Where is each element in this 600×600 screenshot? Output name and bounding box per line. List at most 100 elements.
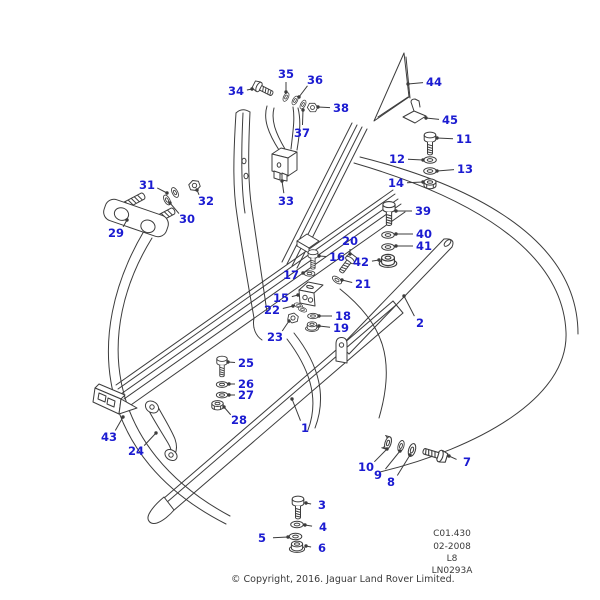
- callout-label-39[interactable]: 39: [415, 204, 431, 218]
- callout-label-14[interactable]: 14: [388, 176, 404, 190]
- callout-label-15[interactable]: 15: [273, 291, 289, 305]
- callout-dot-36: [297, 95, 301, 99]
- callout-leader-5: [272, 536, 289, 539]
- callout-label-11[interactable]: 11: [456, 132, 472, 146]
- callout-leader-13: [436, 169, 455, 172]
- callout-dot-17: [301, 271, 305, 275]
- callout-label-21[interactable]: 21: [355, 277, 371, 291]
- callout-dot-40: [394, 232, 398, 236]
- callout-label-8[interactable]: 8: [387, 475, 395, 489]
- callout-dot-19: [317, 324, 321, 328]
- callout-dot-38: [316, 105, 320, 109]
- callout-label-33[interactable]: 33: [278, 194, 294, 208]
- callout-label-44[interactable]: 44: [426, 75, 442, 89]
- bolt-11: [423, 131, 437, 156]
- bolt-7: [420, 444, 449, 465]
- part-29-stud-plate: [103, 191, 177, 238]
- tab-bracket: [335, 337, 348, 364]
- washer-12: [423, 156, 437, 164]
- nut-32: [187, 178, 202, 193]
- callout-dot-7: [447, 454, 451, 458]
- callout-label-27[interactable]: 27: [238, 388, 254, 402]
- callout-dot-22: [291, 304, 295, 308]
- callout-dot-18: [317, 314, 321, 318]
- part-15-bracket: [298, 281, 324, 307]
- bolt-39: [382, 201, 396, 227]
- callout-label-3[interactable]: 3: [318, 498, 326, 512]
- ref-code: C01.430: [433, 529, 471, 539]
- callout-label-10[interactable]: 10: [358, 460, 374, 474]
- callout-label-42[interactable]: 42: [353, 255, 369, 269]
- callout-label-38[interactable]: 38: [333, 101, 349, 115]
- callout-label-31[interactable]: 31: [139, 178, 155, 192]
- callout-label-26[interactable]: 26: [238, 377, 254, 391]
- ref-date: 02-2008: [433, 542, 471, 552]
- callout-layer: 1234567891011121314151617181920212223242…: [101, 67, 473, 555]
- callout-dot-25: [226, 360, 230, 364]
- callout-label-1[interactable]: 1: [301, 421, 309, 435]
- callout-label-29[interactable]: 29: [108, 226, 124, 240]
- callout-label-9[interactable]: 9: [374, 468, 382, 482]
- callout-dot-3: [304, 501, 308, 505]
- callout-dot-15: [296, 293, 300, 297]
- callout-label-37[interactable]: 37: [294, 126, 310, 140]
- washer-22b: [297, 305, 308, 314]
- callout-leader-2: [403, 295, 415, 317]
- callout-dot-1: [290, 397, 294, 401]
- callout-leader-36: [298, 85, 308, 98]
- callout-label-24[interactable]: 24: [128, 444, 144, 458]
- callout-label-40[interactable]: 40: [416, 227, 432, 241]
- washer-4: [290, 520, 304, 529]
- callout-label-12[interactable]: 12: [389, 152, 405, 166]
- callout-label-7[interactable]: 7: [463, 455, 471, 469]
- callout-label-6[interactable]: 6: [318, 541, 326, 555]
- callout-label-23[interactable]: 23: [267, 330, 283, 344]
- callout-label-5[interactable]: 5: [258, 531, 266, 545]
- callout-label-20[interactable]: 20: [342, 234, 358, 248]
- callout-label-19[interactable]: 19: [333, 321, 349, 335]
- callout-leader-21: [341, 279, 353, 283]
- callout-dot-4: [303, 523, 307, 527]
- bolt-3: [291, 495, 305, 520]
- washer-40: [381, 231, 395, 239]
- callout-dot-39: [394, 209, 398, 213]
- callout-label-30[interactable]: 30: [179, 212, 195, 226]
- nut-28: [211, 400, 224, 411]
- callout-label-13[interactable]: 13: [457, 162, 473, 176]
- callout-label-17[interactable]: 17: [283, 268, 299, 282]
- callout-dot-12: [421, 158, 425, 162]
- callout-label-36[interactable]: 36: [307, 73, 323, 87]
- callout-leader-10: [373, 448, 388, 463]
- callout-dot-42: [377, 258, 381, 262]
- washer-31: [169, 186, 181, 199]
- washer-5: [288, 532, 303, 541]
- callout-label-34[interactable]: 34: [228, 84, 244, 98]
- callout-leader-12: [407, 158, 424, 161]
- callout-label-43[interactable]: 43: [101, 430, 117, 444]
- bolt-34: [250, 79, 276, 99]
- callout-label-25[interactable]: 25: [238, 356, 254, 370]
- callout-dot-10: [385, 447, 389, 451]
- washer-37: [298, 98, 308, 111]
- callout-label-16[interactable]: 16: [329, 250, 345, 264]
- callout-label-4[interactable]: 4: [319, 520, 327, 534]
- callout-label-22[interactable]: 22: [264, 303, 280, 317]
- callout-label-41[interactable]: 41: [416, 239, 432, 253]
- callout-leader-19: [318, 325, 331, 328]
- callout-label-2[interactable]: 2: [416, 316, 424, 330]
- callout-label-18[interactable]: 18: [335, 309, 351, 323]
- ref-drawing-no: LN0293A: [432, 566, 474, 576]
- callout-label-45[interactable]: 45: [442, 113, 458, 127]
- callout-dot-27: [227, 393, 231, 397]
- callout-dot-6: [304, 544, 308, 548]
- callout-label-28[interactable]: 28: [231, 413, 247, 427]
- fasteners-left: [211, 355, 229, 411]
- callout-leader-44: [407, 82, 424, 85]
- callout-label-35[interactable]: 35: [278, 67, 294, 81]
- washer-27: [215, 391, 229, 399]
- callout-dot-2: [402, 294, 406, 298]
- callout-label-32[interactable]: 32: [198, 194, 214, 208]
- callout-dot-5: [286, 535, 290, 539]
